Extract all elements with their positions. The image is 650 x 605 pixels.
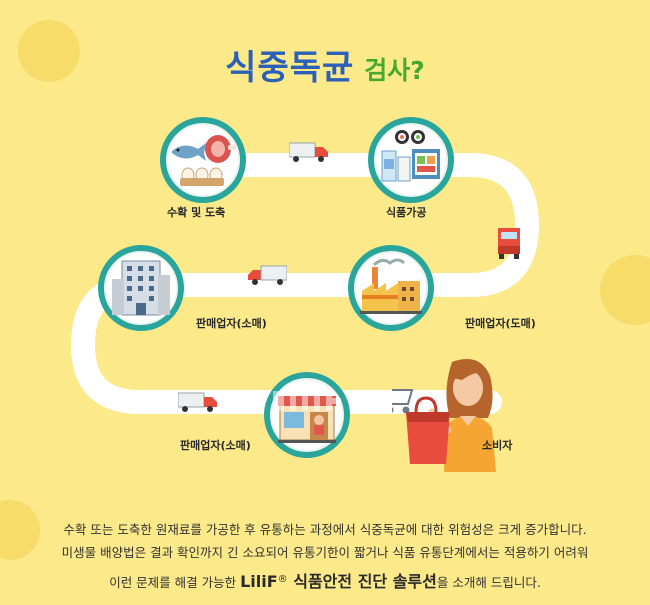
description-line-2: 미생물 배양법은 결과 확인까지 긴 소요되어 유통기한이 짧거나 식품 유통단…: [61, 545, 589, 560]
stage-label-consumer: 소비자: [482, 439, 513, 452]
registered-mark: ®: [277, 574, 288, 585]
description-text: 수확 또는 도축한 원재료를 가공한 후 유통하는 과정에서 식중독균에 대한 …: [0, 518, 650, 594]
building-icon: [112, 260, 170, 316]
delivery-truck-icon: [178, 392, 217, 412]
stage-label-harvest: 수확 및 도축: [167, 206, 226, 219]
stage-label-retail-2: 판매업자(소매): [180, 439, 251, 452]
delivery-truck-front-icon: [498, 228, 520, 259]
decor-circle: [18, 20, 80, 82]
stage-label-wholesale: 판매업자(도매): [465, 317, 536, 330]
stage-label-processing: 식품가공: [386, 206, 427, 219]
fish-meat-eggs-icon: [172, 135, 236, 186]
description-line-3-pre: 이런 문제를 해결 가능한: [109, 575, 241, 591]
delivery-truck-icon: [248, 265, 287, 285]
description-line-3: 이런 문제를 해결 가능한 LiliF® 식품안전 진단 솔루션을 소개해 드립…: [0, 568, 650, 594]
processed-food-icon: [381, 130, 440, 182]
title-sub: 검사?: [364, 56, 425, 85]
brand-name: LiliF: [240, 572, 278, 592]
description-line-1: 수확 또는 도축한 원재료를 가공한 후 유통하는 과정에서 식중독균에 대한 …: [63, 522, 587, 537]
stage-node-processing: [368, 117, 454, 203]
delivery-truck-icon: [289, 142, 328, 162]
description-line-3-post: 을 소개해 드립니다.: [436, 575, 541, 591]
stage-node-retail-1: [98, 245, 184, 331]
stage-node-wholesale: [348, 245, 434, 331]
shopper-woman-icon: [392, 359, 496, 472]
stage-label-retail-1: 판매업자(소매): [196, 317, 267, 330]
title-main: 식중독균: [225, 48, 355, 88]
page-title: 식중독균 검사?: [0, 40, 650, 89]
stage-node-retail-2: [264, 372, 350, 458]
solution-name: 식품안전 진단 솔루션: [287, 572, 437, 592]
factory-icon: [360, 258, 422, 314]
stage-node-harvest: [160, 117, 246, 203]
shop-icon: [273, 391, 341, 443]
decor-circle: [600, 255, 650, 325]
